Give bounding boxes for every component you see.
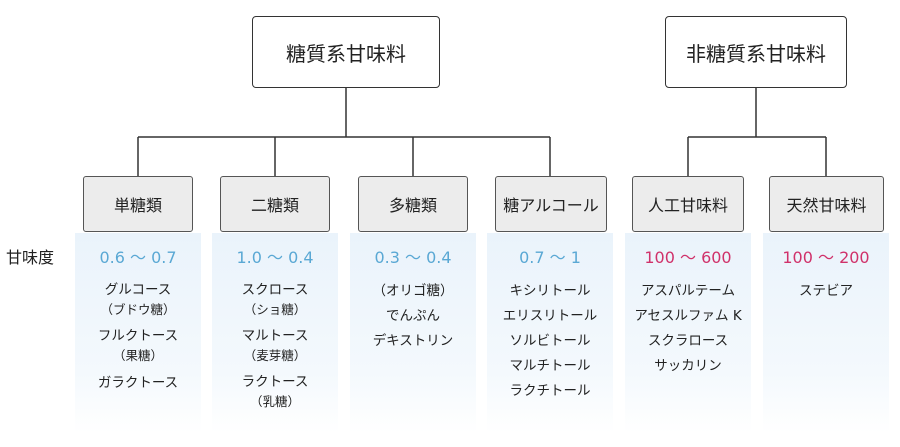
item-list-natural-sweetener: ステビア [758, 279, 894, 304]
category-box-polysaccharide: 多糖類 [358, 176, 468, 232]
list-item: （オリゴ糖） [345, 279, 481, 304]
sweetness-value: 0.3 ～ 0.4 [374, 248, 452, 267]
category-box-disaccharide: 二糖類 [220, 176, 330, 232]
sweetness-value: 100 ～ 200 [782, 248, 870, 267]
item-list-monosaccharide: グルコース （ブドウ糖） フルクトース （果糖） ガラクトース [70, 279, 206, 396]
column-background [625, 233, 751, 433]
category-label: 単糖類 [113, 196, 162, 215]
list-item: でんぷん [345, 304, 481, 329]
list-item: スクロース （ショ糖） [207, 279, 343, 325]
category-box-sugar-alcohol: 糖アルコール [495, 176, 607, 232]
category-label: 人工甘味料 [647, 196, 728, 215]
category-label: 天然甘味料 [786, 196, 867, 215]
group-saccharide-label: 糖質系甘味料 [286, 41, 406, 66]
item-name: マルトース [241, 328, 309, 344]
item-name: ガラクトース [97, 375, 179, 391]
category-box-monosaccharide: 単糖類 [83, 176, 193, 232]
list-item: ラクチトール [482, 379, 618, 404]
list-item: アスパルテーム [620, 279, 756, 304]
list-item: ガラクトース [70, 371, 206, 396]
item-name: エリスリトール [502, 308, 598, 324]
list-item: キシリトール [482, 279, 618, 304]
list-item: マルトース （麦芽糖） [207, 325, 343, 371]
category-box-natural-sweetener: 天然甘味料 [769, 176, 884, 232]
item-name: ラクチトール [509, 383, 591, 399]
sweetness-value: 1.0 ～ 0.4 [236, 248, 314, 267]
category-box-artificial-sweetener: 人工甘味料 [632, 176, 744, 232]
item-name: でんぷん [386, 308, 440, 324]
column-background [212, 233, 338, 433]
list-item: マルチトール [482, 354, 618, 379]
item-name: スクロース [241, 282, 309, 298]
item-name: （オリゴ糖） [372, 283, 454, 299]
item-name: フルクトース [97, 328, 179, 344]
list-item: ソルビトール [482, 329, 618, 354]
list-item: サッカリン [620, 354, 756, 379]
column-background [487, 233, 613, 433]
item-name: アスパルテーム [640, 283, 736, 299]
item-name: マルチトール [509, 358, 591, 374]
list-item: エリスリトール [482, 304, 618, 329]
list-item: スクラロース [620, 329, 756, 354]
category-label: 多糖類 [388, 196, 437, 215]
list-item: アセスルファム K [620, 304, 756, 329]
list-item: ステビア [758, 279, 894, 304]
item-note: （ショ糖） [243, 302, 307, 317]
item-note: （乳糖） [249, 394, 300, 409]
item-note: （果糖） [112, 348, 163, 363]
list-item: フルクトース （果糖） [70, 325, 206, 371]
sweetness-row-label: 甘味度 [6, 248, 55, 267]
item-note: （ブドウ糖） [100, 302, 176, 317]
list-item: デキストリン [345, 329, 481, 354]
item-note: （麦芽糖） [243, 348, 307, 363]
item-name: アセスルファム K [634, 308, 742, 324]
item-name: ステビア [799, 283, 853, 299]
group-saccharide-box: 糖質系甘味料 [252, 16, 440, 88]
item-name: キシリトール [509, 283, 591, 299]
item-list-disaccharide: スクロース （ショ糖） マルトース （麦芽糖） ラクトース （乳糖） [207, 279, 343, 417]
group-non-saccharide-box: 非糖質系甘味料 [665, 16, 847, 88]
sweetness-value: 0.6 ～ 0.7 [99, 248, 177, 267]
column-background [350, 233, 476, 433]
item-list-polysaccharide: （オリゴ糖） でんぷん デキストリン [345, 279, 481, 354]
sweetness-value: 100 ～ 600 [644, 248, 732, 267]
item-name: サッカリン [654, 358, 722, 374]
sweetness-value: 0.7 ～ 1 [519, 248, 581, 267]
item-name: デキストリン [372, 333, 454, 349]
item-name: ラクトース [241, 374, 309, 390]
list-item: ラクトース （乳糖） [207, 371, 343, 417]
category-label: 糖アルコール [503, 196, 599, 215]
column-background [763, 233, 889, 433]
item-name: スクラロース [647, 333, 729, 349]
item-name: ソルビトール [509, 333, 591, 349]
item-list-artificial-sweetener: アスパルテーム アセスルファム K スクラロース サッカリン [620, 279, 756, 379]
list-item: グルコース （ブドウ糖） [70, 279, 206, 325]
group-non-saccharide-label: 非糖質系甘味料 [686, 41, 826, 66]
column-background [75, 233, 201, 433]
item-list-sugar-alcohol: キシリトール エリスリトール ソルビトール マルチトール ラクチトール [482, 279, 618, 404]
category-label: 二糖類 [250, 196, 299, 215]
item-name: グルコース [104, 282, 172, 298]
